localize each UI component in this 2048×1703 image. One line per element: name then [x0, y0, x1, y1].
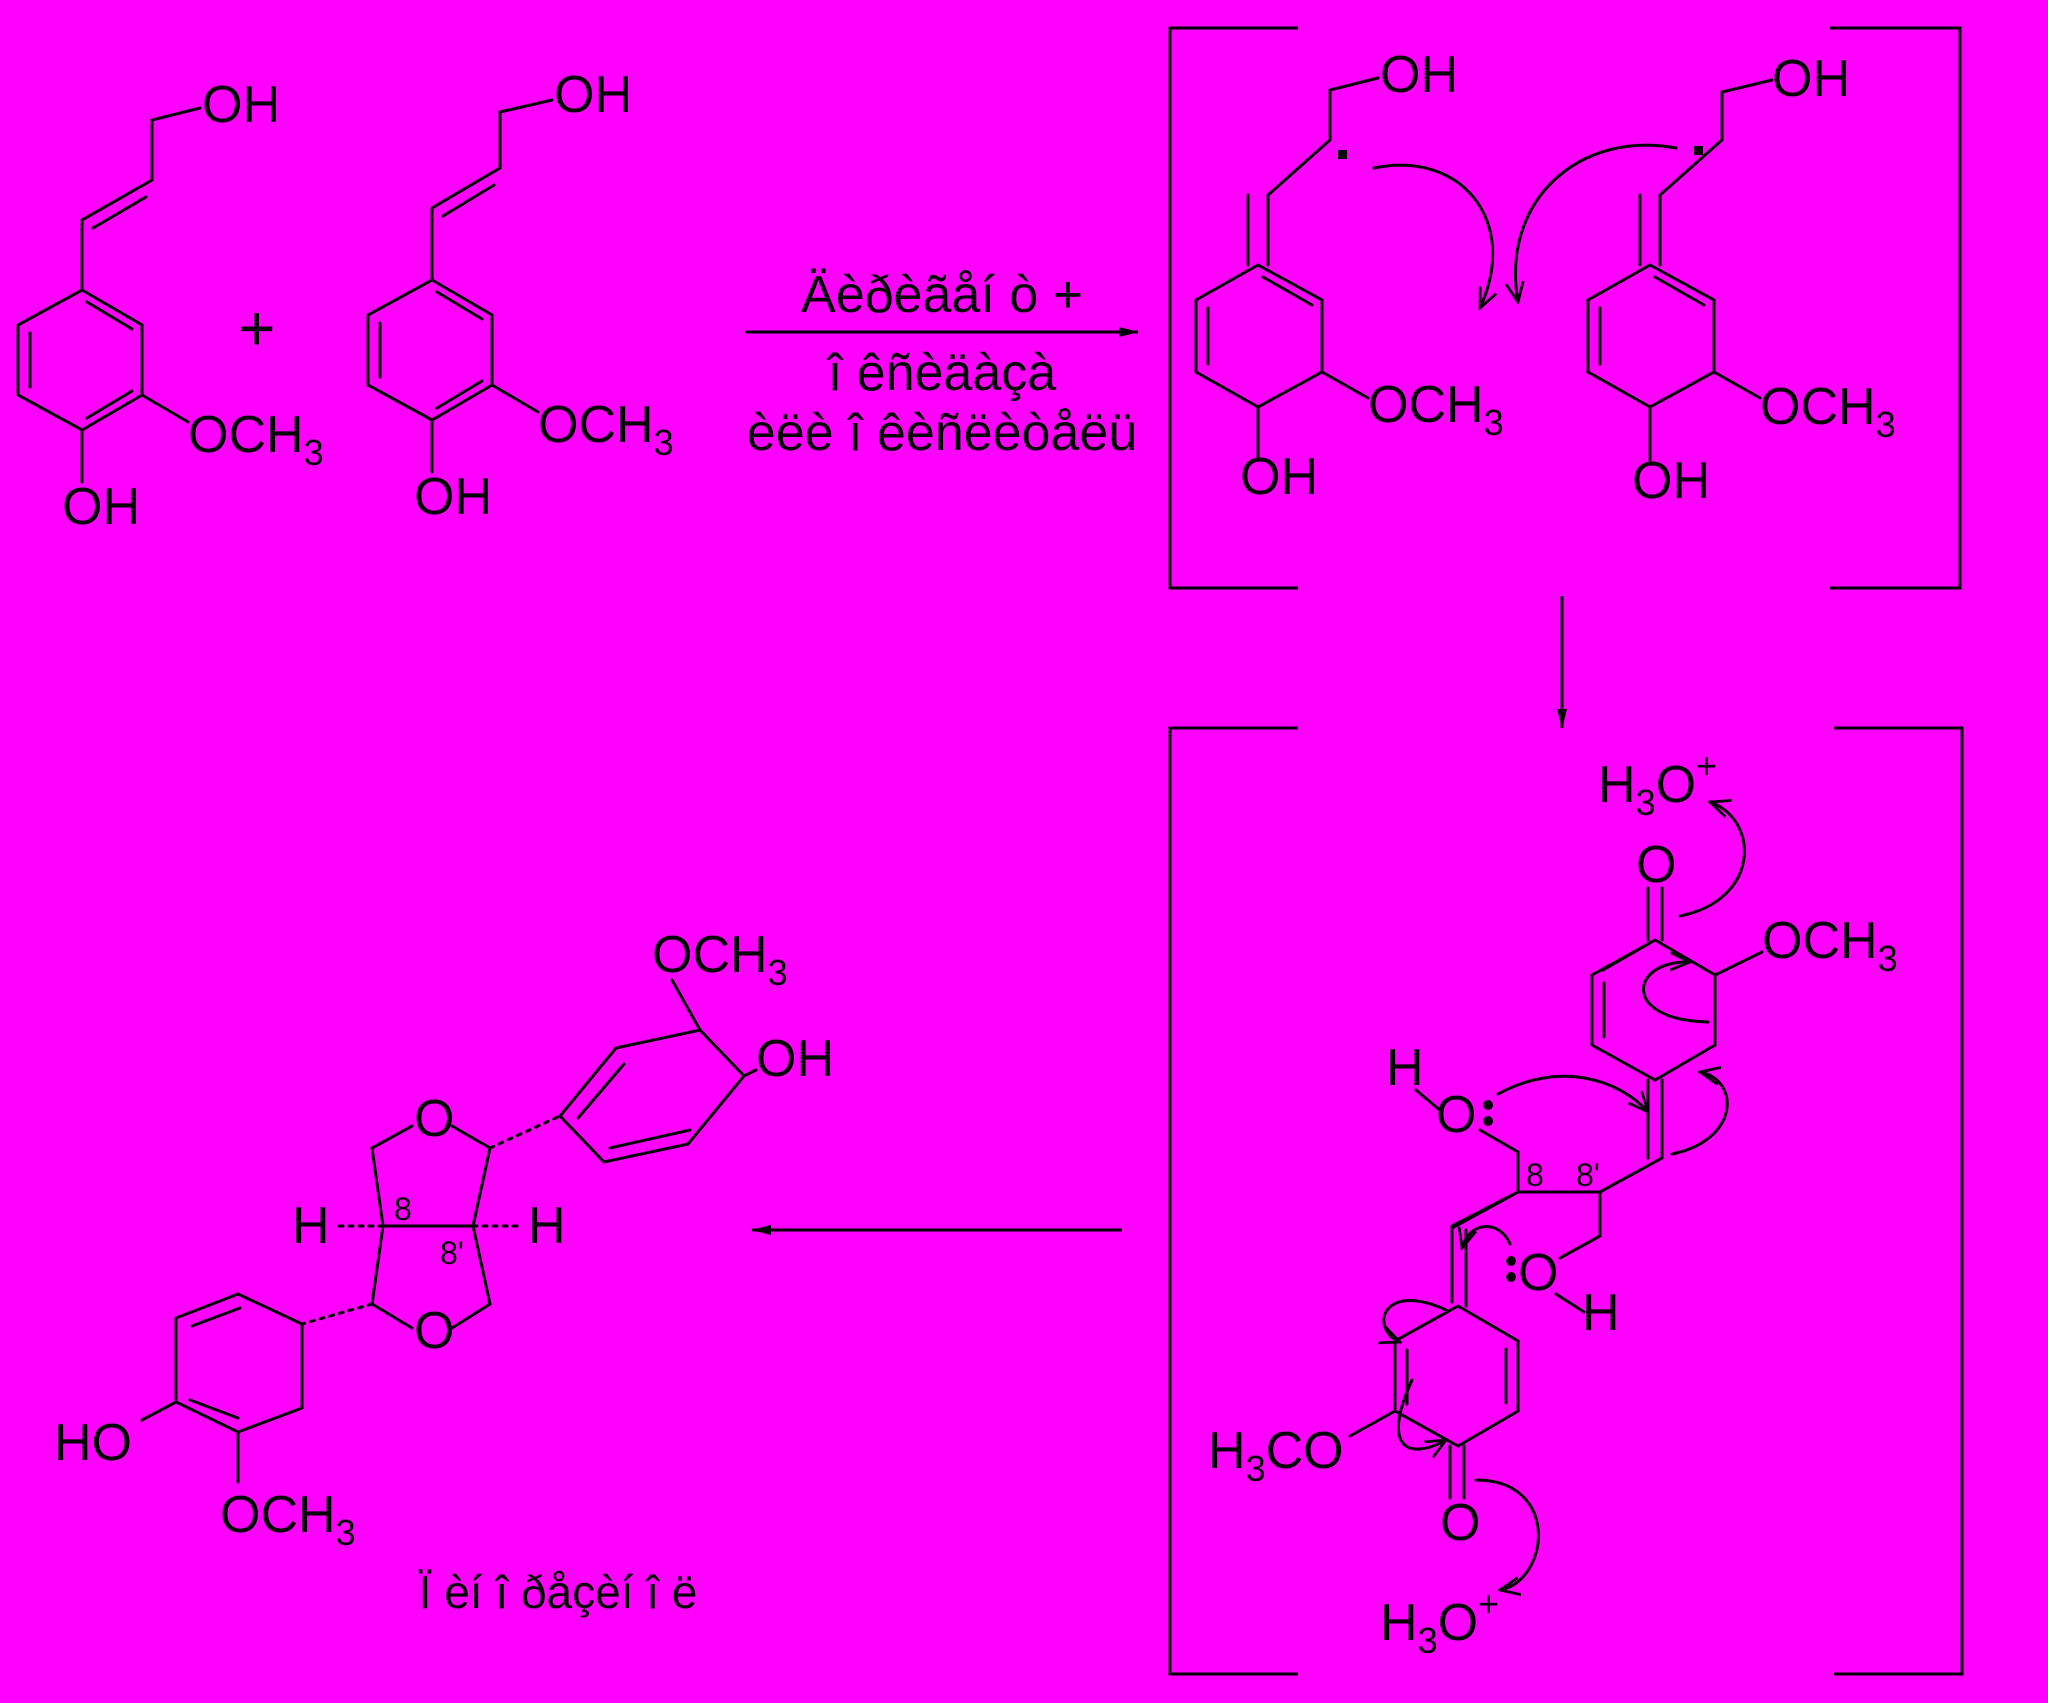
bracket-left — [1168, 726, 1298, 1676]
side-chain — [80, 106, 202, 292]
label-h-lower: H — [1582, 1284, 1620, 1342]
lower-ring — [1393, 1304, 1520, 1448]
upper-carbonyl — [1646, 886, 1664, 942]
ring-bonds — [16, 288, 144, 432]
label-ho-product: HO — [54, 1414, 132, 1472]
o-h-bond — [1554, 1292, 1586, 1314]
label-o-upper: O — [1636, 836, 1676, 894]
label-oh-bottom: OH — [414, 468, 492, 526]
label-och3: OCH3 — [1760, 378, 1896, 445]
lone-pair-dot — [1506, 1272, 1516, 1282]
lone-pair-dot — [1483, 1100, 1493, 1110]
proton-arrow-upper — [1678, 802, 1746, 918]
label-och3: OCH3 — [1368, 376, 1504, 443]
curved-arrow-exocyclic-upper — [1670, 1072, 1729, 1156]
reagent-arrow-group: Äèðèãåí ò + î êñèäàçà èëè î êèñëèòåëü — [745, 266, 1139, 462]
product-name: Ï èí î ðåçèí î ë — [419, 1566, 698, 1618]
label-o-lower: O — [1440, 1494, 1480, 1552]
label-o-bottom: O — [414, 1302, 454, 1360]
label-h3o-lower: H3O+ — [1380, 1583, 1499, 1661]
label-och3: OCH3 — [538, 396, 674, 463]
label-h-left: H — [292, 1197, 330, 1255]
curved-arrow-ring-lower — [1384, 1299, 1448, 1342]
ring-bonds — [366, 278, 494, 422]
upper-aryl-ring — [557, 1028, 747, 1164]
radical-a-ring — [1194, 263, 1324, 409]
hash-aryl-top — [488, 1114, 562, 1150]
label-oh-product: OH — [756, 1030, 834, 1088]
label-h-right: H — [528, 1197, 566, 1255]
proton-arrow-lower — [1474, 1478, 1540, 1590]
bracket-right — [1830, 26, 1962, 590]
radical-b-subst — [1648, 370, 1762, 462]
coniferyl-alcohol-2: OH OCH3 OH — [366, 66, 674, 526]
bracket-left — [1168, 26, 1298, 590]
reagent-line-2: î êñèäàçà — [826, 344, 1056, 402]
label-o-upper-oh: O — [1436, 1086, 1476, 1144]
label-oh: OH — [1380, 46, 1458, 104]
label-h3co-lower: H3CO — [1208, 1422, 1344, 1489]
electron-arrow-a — [1372, 163, 1493, 308]
label-oh-ring: OH — [1240, 448, 1318, 506]
label-och3: OCH3 — [188, 406, 324, 473]
substituent-bonds — [80, 393, 190, 484]
locant-8-prime: 8' — [1576, 1157, 1600, 1193]
lone-pair-dot — [1506, 1256, 1516, 1266]
label-oh-top: OH — [202, 76, 280, 134]
label-oh-top: OH — [554, 66, 632, 124]
central-chain — [1450, 1078, 1664, 1260]
quinone-methide-intermediate: O OCH3 H3O+ H O 8 8' O H O H3CO H3O+ — [1168, 726, 1964, 1676]
substituent-bonds — [430, 383, 540, 474]
curved-arrow-oh-lower — [1462, 1225, 1512, 1248]
pinoresinol-product: O O 8 8' H H OCH3 OH HO OCH3 Ï èí î ðåçè… — [54, 926, 834, 1618]
locant-8-prime: 8' — [440, 1235, 464, 1271]
bracket-right — [1834, 726, 1964, 1676]
curved-arrow-ring-lower-2 — [1396, 1378, 1446, 1449]
lower-aryl-ring — [174, 1292, 304, 1434]
label-h3o-upper: H3O+ — [1598, 745, 1717, 823]
curved-arrow-oh-upper — [1496, 1074, 1648, 1112]
h-o-bond — [1414, 1088, 1444, 1114]
radical-b-ring — [1586, 263, 1716, 409]
upper-och3-bond — [1713, 950, 1764, 977]
upper-ring — [1590, 938, 1717, 1082]
label-och3-product-bottom: OCH3 — [220, 1486, 356, 1553]
lower-carbonyl — [1448, 1444, 1466, 1500]
radical-intermediates: OH OCH3 OH OH OCH3 OH — [1168, 26, 1962, 590]
electron-arrow-b — [1515, 143, 1678, 302]
plus-sign: + — [238, 292, 275, 364]
lower-aryl-subst — [140, 1400, 240, 1484]
radical-dot — [1338, 150, 1347, 159]
label-oh-bottom: OH — [62, 478, 140, 536]
lone-pair-dot — [1483, 1116, 1493, 1126]
curved-arrow-ring-upper — [1642, 962, 1710, 1024]
reagent-line-3: èëè î êèñëèòåëü — [747, 404, 1137, 462]
coniferyl-alcohol-1: OH OCH3 OH — [16, 76, 324, 536]
hash-aryl-bottom — [300, 1302, 374, 1326]
locant-8: 8 — [394, 1191, 412, 1227]
label-oh: OH — [1772, 50, 1850, 108]
locant-8: 8 — [1526, 1157, 1544, 1193]
label-och3-upper: OCH3 — [1762, 912, 1898, 979]
label-och3-product-top: OCH3 — [652, 926, 788, 993]
label-oh-ring: OH — [1632, 452, 1710, 510]
radical-a-chain — [1246, 76, 1380, 267]
radical-b-chain — [1638, 78, 1774, 267]
upper-aryl-subst — [670, 978, 758, 1078]
radical-a-subst — [1256, 370, 1370, 462]
label-o-top: O — [414, 1090, 454, 1148]
radical-dot — [1694, 146, 1703, 155]
label-h-upper: H — [1386, 1039, 1424, 1097]
side-chain — [430, 98, 554, 282]
lower-och3-bond — [1348, 1409, 1397, 1438]
lower-exocyclic — [1450, 1224, 1468, 1308]
label-o-lower-oh: O — [1518, 1244, 1558, 1302]
reagent-line-1: Äèðèãåí ò + — [801, 266, 1083, 324]
